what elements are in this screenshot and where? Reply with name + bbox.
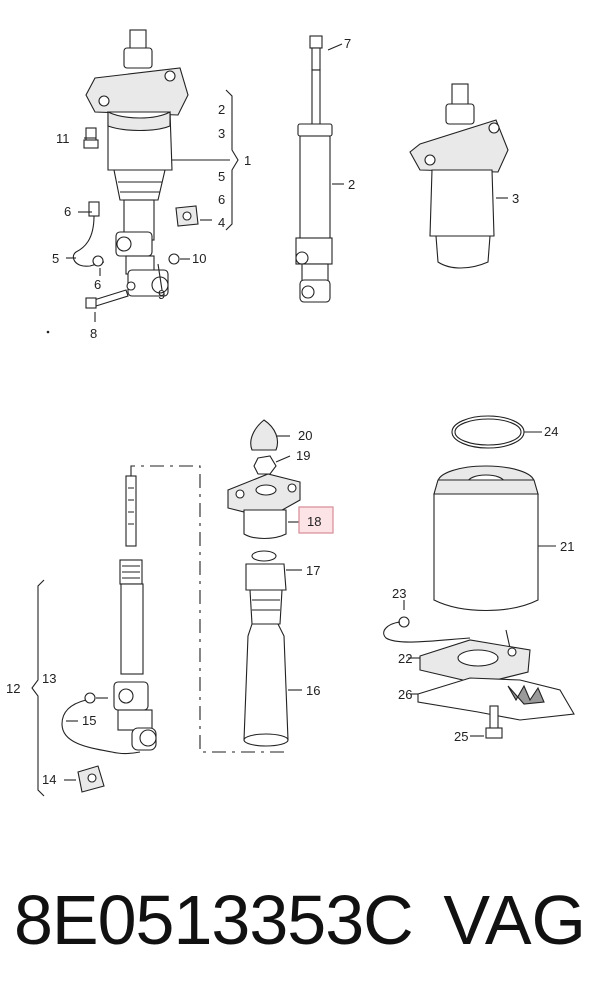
top-mount-and-boot: [227, 419, 302, 747]
callout-4: 4: [218, 215, 225, 230]
callout-16: 16: [306, 683, 320, 698]
callout-14: 14: [42, 772, 56, 787]
highlight-box-18: [298, 506, 334, 534]
callout-6-left: 6: [64, 204, 71, 219]
callout-21: 21: [560, 539, 574, 554]
callout-2a: 2: [218, 102, 225, 117]
callout-2: 2: [348, 177, 355, 192]
callout-3: 3: [512, 191, 519, 206]
callout-13: 13: [42, 671, 56, 686]
callout-7: 7: [344, 36, 351, 51]
part-number: 8E0513353C: [14, 881, 414, 959]
air-strut-assembly-1: [66, 29, 239, 322]
callout-6-lower: 6: [94, 277, 101, 292]
callout-19: 19: [296, 448, 310, 463]
callout-26: 26: [398, 687, 412, 702]
callout-23: 23: [392, 586, 406, 601]
callout-9: 9: [158, 287, 165, 302]
callout-6a: 6: [218, 192, 225, 207]
damper-unit-12: [31, 465, 290, 797]
callout-5-left: 5: [52, 251, 59, 266]
callout-25: 25: [454, 729, 468, 744]
callout-24: 24: [544, 424, 558, 439]
callout-11: 11: [56, 131, 70, 146]
callout-18: 18: [307, 514, 321, 529]
air-spring-3: [409, 83, 509, 269]
brand-label: VAG: [443, 881, 586, 959]
callout-5a: 5: [218, 169, 225, 184]
callout-12: 12: [6, 681, 20, 696]
callout-17: 17: [306, 563, 320, 578]
callout-10: 10: [192, 251, 206, 266]
callout-8: 8: [90, 326, 97, 341]
callout-1: 1: [244, 153, 251, 168]
callout-22: 22: [398, 651, 412, 666]
callout-15: 15: [82, 713, 96, 728]
shock-absorber-2: [295, 35, 344, 303]
callout-20: 20: [298, 428, 312, 443]
callout-labels: 1 2 3 5 6 4 11 6 5 6 10 9 8 7 2 3 20 19 …: [6, 36, 574, 787]
air-bag-21: [383, 415, 575, 739]
callout-3a: 3: [218, 126, 225, 141]
exploded-parts-diagram: 1 2 3 5 6 4 11 6 5 6 10 9 8 7 2 3 20 19 …: [6, 29, 575, 797]
footer: 8E0513353C VAG: [0, 885, 600, 995]
